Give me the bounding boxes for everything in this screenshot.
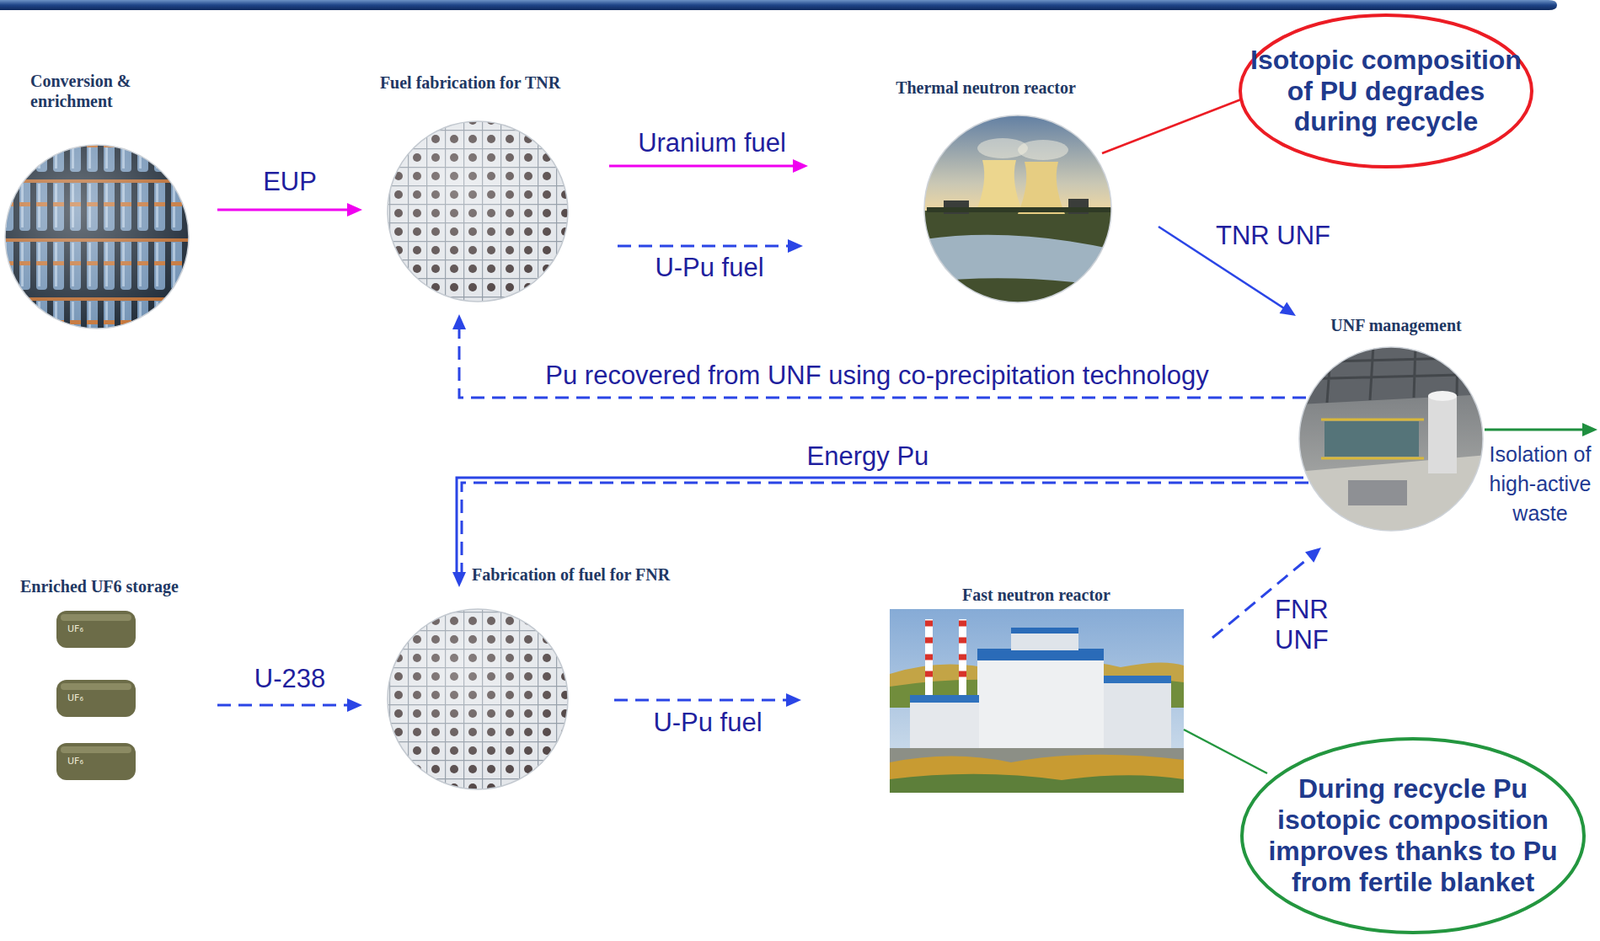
process-station: UNF management <box>1299 315 1489 531</box>
connector <box>452 314 1306 398</box>
connector-line <box>617 245 793 248</box>
connector-line <box>459 324 1306 398</box>
edge-label: U-Pu fuel <box>650 707 765 739</box>
cylinder-label: UF₆ <box>67 692 84 704</box>
station-circle <box>387 609 568 790</box>
station-heading-block: Conversion & enrichment <box>30 70 174 112</box>
cylinder-label: UF₆ <box>67 755 84 767</box>
station-frame <box>52 604 140 786</box>
connector-line <box>1102 99 1242 154</box>
station-heading: Fuel fabrication for TNR <box>352 72 589 93</box>
connector <box>217 203 363 217</box>
fuel-assembly-photo <box>383 117 573 308</box>
station-heading: Thermal neutron reactor <box>859 77 1113 98</box>
connector-line <box>217 704 353 707</box>
edge-label: Uranium fuel <box>635 128 789 159</box>
callout-ellipse: Isotopic composition of PU degrades duri… <box>1237 12 1535 170</box>
connector <box>1183 729 1268 774</box>
edge-label: FNR UNF <box>1272 594 1345 655</box>
header-bar <box>0 0 1558 11</box>
station-circle <box>387 121 568 302</box>
connector-line <box>461 482 1309 580</box>
station-circle <box>924 115 1112 303</box>
uf6-cylinders <box>56 610 136 781</box>
station-heading-block: Thermal neutron reactor <box>859 77 1113 98</box>
station-heading: UNF management <box>1303 315 1489 336</box>
connector-line <box>614 699 792 702</box>
connector-line <box>456 477 1304 575</box>
arrowhead <box>787 239 803 253</box>
process-station: Conversion & enrichment <box>5 70 189 329</box>
arrowhead <box>347 203 363 217</box>
edge-label: U-238 <box>251 663 328 695</box>
cylinder-label: UF₆ <box>67 623 84 635</box>
connector-line <box>1183 729 1268 774</box>
connector <box>1102 99 1242 154</box>
annotation-text: Isolation of high-active waste <box>1482 439 1598 529</box>
arrowhead <box>347 698 363 712</box>
connector <box>217 698 363 712</box>
edge-label: U-Pu fuel <box>652 252 766 284</box>
arrowhead <box>1279 301 1296 316</box>
edge-label: Pu recovered from UNF using co-precipita… <box>542 360 1211 391</box>
callout-text-block: During recycle Pu isotopic composition i… <box>1260 773 1566 898</box>
storage-station: Enriched UF6 storage <box>20 576 240 786</box>
station-heading-block: UNF management <box>1303 315 1489 336</box>
ellipse-border <box>1240 15 1532 167</box>
callout-ellipse: During recycle Pu isotopic composition i… <box>1239 736 1587 936</box>
connector <box>452 477 1309 588</box>
thermal-reactor-photo <box>918 109 1121 308</box>
station-circle <box>5 144 189 329</box>
arrowhead <box>786 693 802 707</box>
station-heading: Enriched UF6 storage <box>20 576 240 597</box>
ellipse-border <box>1241 738 1584 933</box>
station-heading-block: Enriched UF6 storage <box>20 576 240 597</box>
connector-line <box>609 165 798 168</box>
connector <box>614 693 802 707</box>
arrowhead <box>452 314 466 330</box>
station-heading: Fast neutron reactor <box>909 584 1163 605</box>
edge-label: TNR UNF <box>1213 220 1333 252</box>
arrowhead <box>452 572 466 588</box>
edge-label: EUP <box>260 166 320 198</box>
station-heading-block: Fabrication of fuel for FNR <box>471 564 725 585</box>
callout-text: Isotopic composition of PU degrades duri… <box>1250 44 1522 138</box>
reactor-station: Thermal neutron reactor <box>859 77 1113 303</box>
station-heading-block: Fast neutron reactor <box>909 584 1163 605</box>
process-station: Fabrication of fuel for FNR <box>387 564 725 790</box>
edge-label: Energy Pu <box>804 441 932 472</box>
reactor-station: Fast neutron reactor <box>889 584 1184 793</box>
station-heading: Fabrication of fuel for FNR <box>471 564 725 585</box>
fast-reactor-photo <box>889 609 1184 793</box>
waste-isolation-arrow <box>1484 422 1598 437</box>
callout-text-block: Isotopic composition of PU degrades duri… <box>1250 44 1522 138</box>
connector-line <box>217 208 353 212</box>
connector <box>617 239 803 253</box>
station-frame <box>889 609 1184 793</box>
process-station: Fuel fabrication for TNR <box>352 72 589 302</box>
arrowhead <box>1305 547 1322 563</box>
arrowhead <box>792 159 809 173</box>
centrifuge-photo <box>0 143 194 333</box>
connector <box>609 159 809 173</box>
station-heading: Conversion & enrichment <box>30 70 174 112</box>
spent-fuel-facility-photo <box>1297 345 1488 536</box>
station-heading-block: Fuel fabrication for TNR <box>352 72 589 93</box>
fuel-assembly-photo <box>383 604 573 795</box>
callout-text: During recycle Pu isotopic composition i… <box>1260 773 1566 898</box>
station-circle <box>1299 347 1483 531</box>
